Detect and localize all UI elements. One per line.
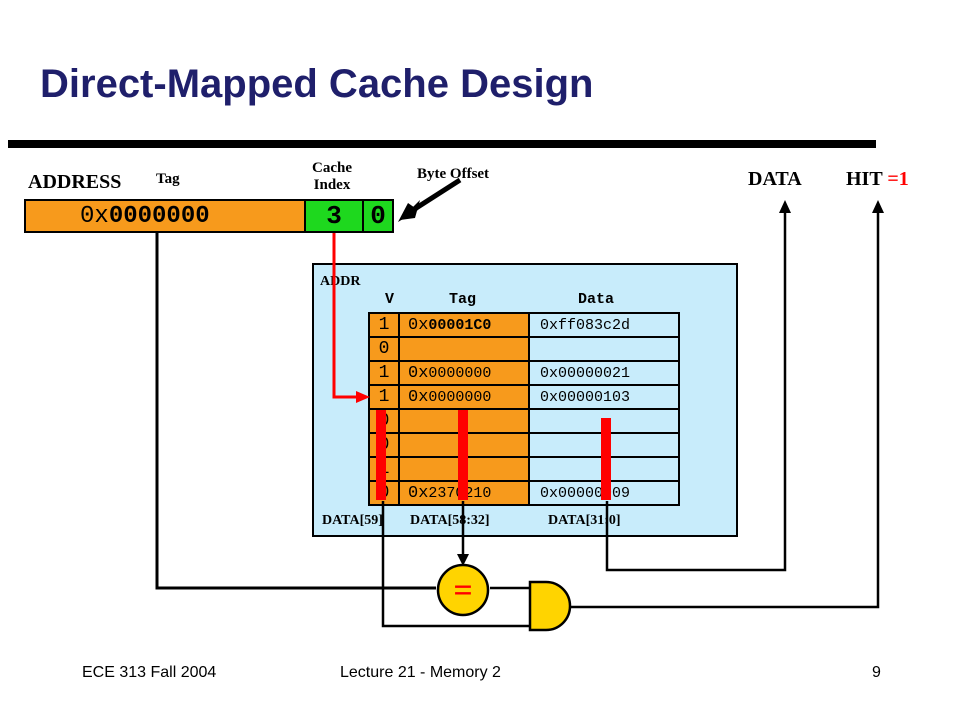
address-index-field: 3 [304,199,364,233]
index-select-wire [332,233,356,399]
address-offset-field: 0 [362,199,394,233]
data-output-arrowhead [779,200,791,213]
slide-title: Direct-Mapped Cache Design [40,62,594,106]
footer-lecture: Lecture 21 - Memory 2 [340,664,501,681]
data-cell: 0x00000103 [528,384,680,410]
tag-prefix: 0x [408,387,429,407]
column-header-data: Data [578,291,615,308]
tag-compare-wire [155,233,436,590]
cache-index-label-line1: Cache [312,160,352,176]
address-tag-value: 0000000 [108,202,210,230]
column-header-v: V [385,291,395,308]
hit-output-arrowhead [872,200,884,213]
address-tag-prefix: 0x [80,202,109,230]
hit-value: =1 [887,168,909,190]
data-value: 0xff083c2d [540,316,631,334]
address-offset-value: 0 [370,201,386,231]
data-value: 0x00000103 [540,388,631,406]
cache-index-label-line2: Index [313,177,351,193]
cache-index-label: Cache Index [302,160,362,194]
valid-bit-value: 1 [378,363,390,383]
tag-bus-arrowhead [457,554,469,566]
bus-label-valid: DATA[59] [322,513,383,528]
valid-bit-value: 1 [378,387,390,407]
data-output-label: DATA [748,168,802,190]
byte-offset-arrow [398,177,462,222]
hit-label: HIT [846,168,883,190]
tag-value: 00001C0 [428,316,492,334]
byte-offset-label: Byte Offset [417,166,490,182]
valid-bit-value: 1 [378,315,390,335]
hit-output-label: HIT =1 [846,168,909,191]
valid-bit-value: 0 [378,339,390,359]
footer-page-number: 9 [872,664,881,681]
tag-prefix: 0x [408,483,429,503]
index-select-arrowhead [356,391,370,403]
hit-and-gate [528,580,572,632]
data-output-wire [605,212,787,572]
footer-course: ECE 313 Fall 2004 [82,664,217,681]
valid-bit-wire [381,501,530,628]
hit-output-wire [568,212,880,609]
column-header-tag: Tag [449,291,477,308]
tag-value: 0000000 [428,388,492,406]
address-index-value: 3 [326,201,342,231]
tag-prefix: 0x [408,363,429,383]
tag-cell [398,336,530,362]
title-rule [8,140,876,148]
address-tag-label: Tag [156,171,180,187]
tag-prefix: 0x [408,315,429,335]
data-cell: 0x00000021 [528,360,680,386]
bus-label-tag: DATA[58:32] [410,513,490,528]
address-label: ADDRESS [28,171,122,193]
data-value: 0x00000021 [540,364,631,382]
cache-addr-label: ADDR [320,274,361,289]
tag-comparator [436,563,490,617]
bus-label-data: DATA[31:0] [548,513,621,528]
tag-value: 0000000 [428,364,492,382]
valid-bit-cell: 0 [368,336,400,362]
comparator-symbol: = [453,572,472,609]
